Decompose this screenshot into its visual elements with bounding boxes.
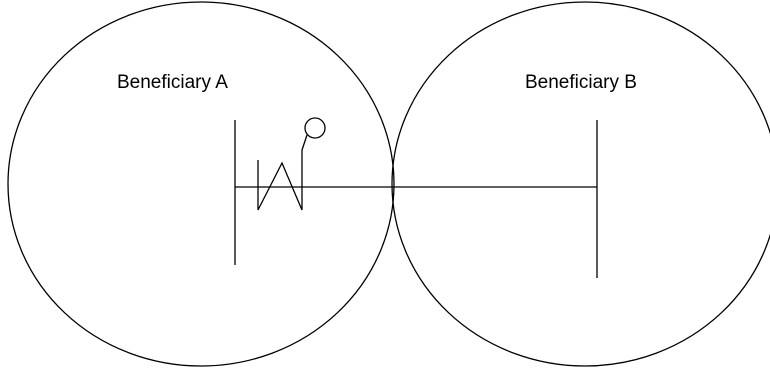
beneficiary-a-label: Beneficiary A — [117, 72, 228, 93]
small-circle-node — [304, 117, 326, 139]
beneficiary-a-circle — [7, 1, 395, 367]
zigzag-spring — [257, 134, 308, 211]
beneficiary-b-label: Beneficiary B — [525, 72, 637, 93]
beneficiary-b-circle — [391, 1, 770, 367]
